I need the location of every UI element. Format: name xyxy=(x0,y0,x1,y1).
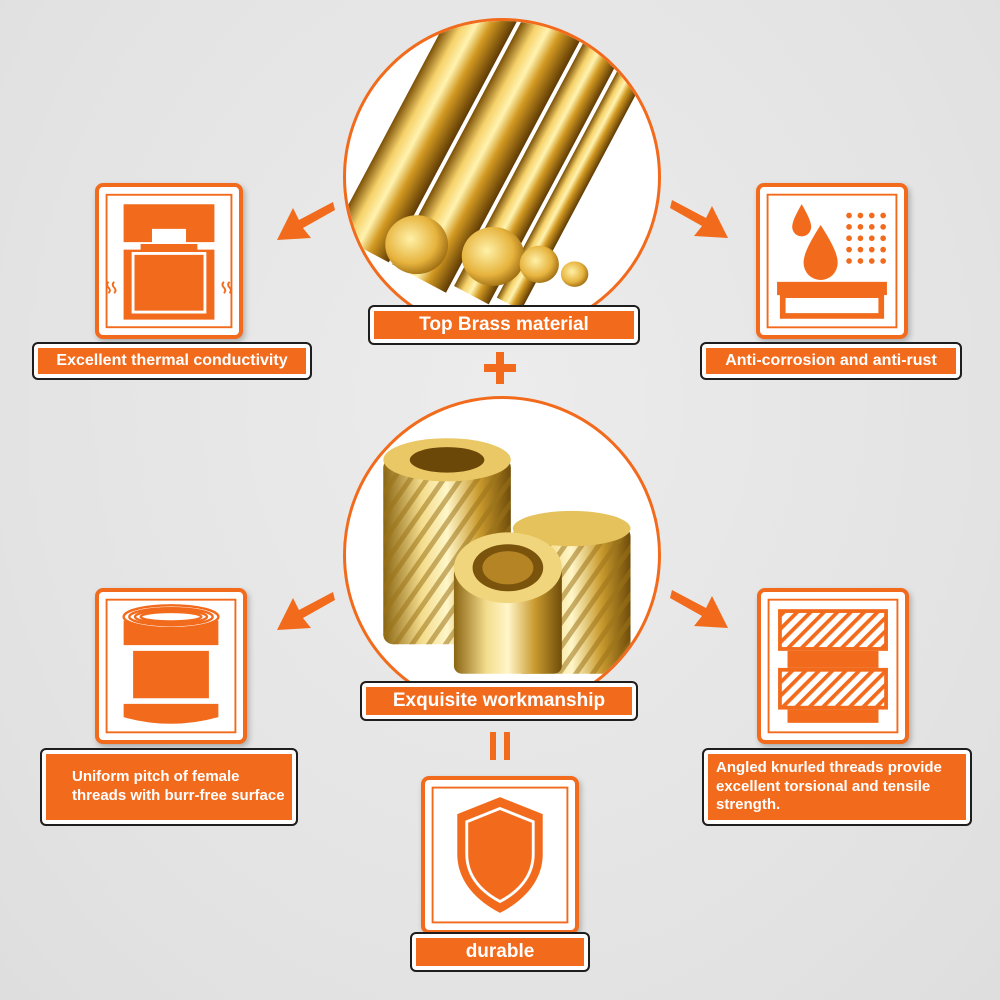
shield-icon xyxy=(421,776,579,934)
workmanship-label: Exquisite workmanship xyxy=(360,681,638,721)
brass-inserts-illustration xyxy=(383,438,631,674)
threaded-insert-icon xyxy=(95,588,247,744)
knurled-threads-label: Angled knurled threads provide excellent… xyxy=(702,748,972,826)
thermal-conductivity-label: Excellent thermal conductivity xyxy=(32,342,312,380)
arrow-right-icon xyxy=(668,586,730,634)
arrow-left-icon xyxy=(275,198,337,246)
thermal-conductivity-icon xyxy=(95,183,243,339)
water-drop-icon xyxy=(756,183,908,339)
plus-icon xyxy=(482,350,518,386)
uniform-pitch-label: Uniform pitch of female threads with bur… xyxy=(40,748,298,826)
brass-rods-illustration xyxy=(346,21,658,311)
brass-inserts-image xyxy=(343,396,661,714)
brass-rods-image xyxy=(343,18,661,336)
durable-label: durable xyxy=(410,932,590,972)
equals-icon xyxy=(484,730,516,762)
arrow-left-icon xyxy=(275,588,337,636)
knurled-threads-icon xyxy=(757,588,909,744)
material-label: Top Brass material xyxy=(368,305,640,345)
anti-corrosion-label: Anti-corrosion and anti-rust xyxy=(700,342,962,380)
arrow-right-icon xyxy=(668,196,730,244)
